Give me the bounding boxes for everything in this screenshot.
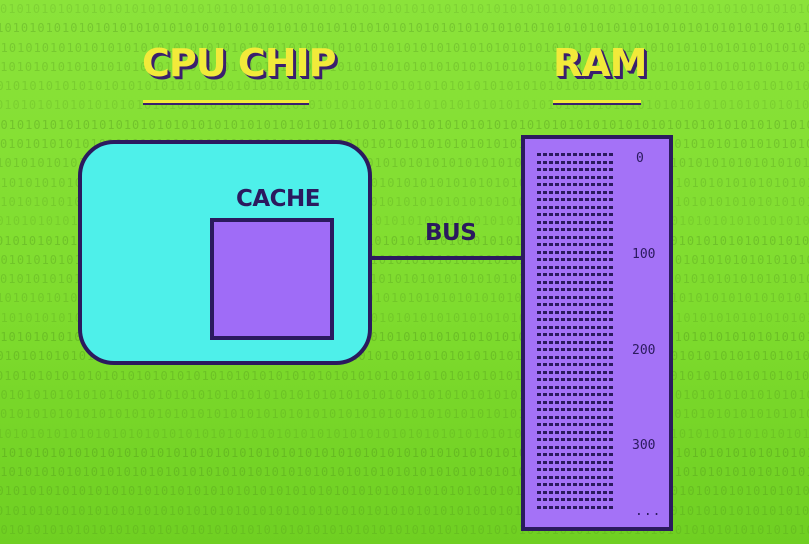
ram-memory-row [537,453,615,456]
binary-pattern-line: 0101010101010101010101010101010101010101… [0,368,809,383]
binary-pattern-line: 0101010101010101010101010101010101010101… [0,21,809,36]
binary-pattern-line: 0101010101010101010101010101010101010101… [0,98,809,113]
ram-memory-row [537,160,615,164]
ram-address-200: 200 [632,343,656,358]
binary-pattern-line: 0101010101010101010101010101010101010101… [0,407,809,422]
cpu-chip-title-underline [143,100,309,103]
binary-pattern-line: 0101010101010101010101010101010101010101… [0,2,809,16]
binary-pattern-line: 0101010101010101010101010101010101010101… [0,523,809,538]
ram-address-ellipsis: ... [635,504,662,519]
ram-memory-row [537,310,615,314]
binary-pattern-line: 0101010101010101010101010101010101010101… [0,40,809,55]
ram-memory-rows [537,153,617,513]
ram-memory-row [537,490,615,494]
ram-block: 0 100 200 300 ... [521,135,673,531]
ram-memory-row [537,408,615,411]
binary-pattern-line: 0101010101010101010101010101010101010101… [0,445,809,460]
ram-memory-row [537,468,615,471]
ram-memory-row [537,348,615,351]
binary-pattern-line: 0101010101010101010101010101010101010101… [0,465,809,480]
ram-address-300: 300 [632,438,656,453]
cache-label: CACHE [236,186,321,212]
ram-memory-row [537,460,615,464]
binary-pattern-line: 0101010101010101010101010101010101010101… [0,540,809,544]
ram-memory-row [537,393,615,396]
ram-memory-row [537,498,615,501]
ram-memory-row [537,265,615,269]
ram-title-underline [553,100,641,103]
binary-pattern-line: 0101010101010101010101010101010101010101… [0,426,809,441]
ram-memory-row [537,415,615,419]
ram-memory-row [537,475,615,479]
ram-memory-row [537,325,615,329]
ram-memory-row [537,153,615,156]
ram-memory-row [537,505,615,509]
ram-memory-row [537,205,615,209]
ram-memory-row [537,175,615,179]
ram-memory-row [537,483,615,486]
ram-memory-row [537,378,615,381]
ram-memory-row [537,333,615,336]
ram-memory-row [537,340,615,344]
ram-memory-row [537,243,615,246]
ram-memory-row [537,423,615,426]
ram-memory-row [537,445,615,449]
binary-pattern-line: 0101010101010101010101010101010101010101… [0,503,809,518]
ram-memory-row [537,190,615,194]
ram-memory-row [537,385,615,389]
cpu-chip-title: CPU CHIP [142,41,337,85]
binary-pattern-line: 0101010101010101010101010101010101010101… [0,117,809,132]
ram-memory-row [537,303,615,306]
ram-address-100: 100 [632,247,656,262]
ram-memory-row [537,295,615,299]
binary-pattern-line: 0101010101010101010101010101010101010101… [0,79,809,94]
ram-memory-row [537,220,615,224]
ram-memory-row [537,250,615,254]
ram-memory-row [537,235,615,239]
ram-memory-row [537,370,615,374]
ram-memory-row [537,438,615,441]
ram-memory-row [537,213,615,216]
ram-memory-row [537,273,615,276]
ram-memory-row [537,430,615,434]
ram-title: RAM [553,41,647,85]
ram-memory-row [537,280,615,284]
binary-pattern-line: 0101010101010101010101010101010101010101… [0,59,809,74]
ram-memory-row [537,183,615,186]
ram-memory-row [537,258,615,261]
ram-memory-row [537,355,615,359]
bus-connector-line [372,256,522,260]
ram-memory-row [537,288,615,291]
cache-block [210,218,334,340]
ram-memory-row [537,168,615,171]
ram-address-0: 0 [636,151,644,166]
ram-memory-row [537,363,615,366]
ram-memory-row [537,400,615,404]
binary-pattern-line: 0101010101010101010101010101010101010101… [0,484,809,499]
ram-memory-row [537,318,615,321]
binary-pattern-line: 0101010101010101010101010101010101010101… [0,387,809,402]
ram-memory-row [537,198,615,201]
bus-label: BUS [425,220,477,246]
ram-memory-row [537,228,615,231]
